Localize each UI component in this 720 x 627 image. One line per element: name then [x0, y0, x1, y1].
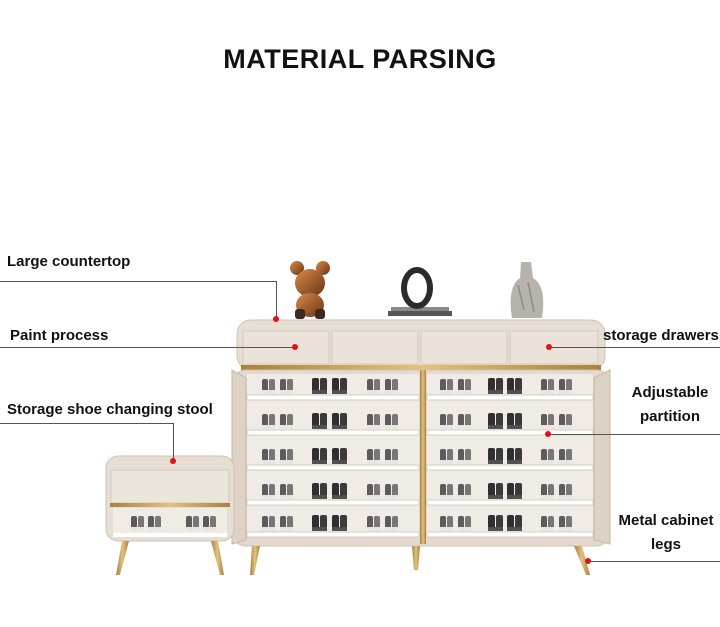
callout-storage-drawers: storage drawers	[603, 327, 719, 344]
leader-line	[173, 423, 174, 461]
marker-dot	[273, 316, 279, 322]
callout-paint-process: Paint process	[10, 327, 109, 344]
leader-line	[588, 561, 720, 562]
ring-sculpture-icon	[388, 267, 452, 316]
metal-legs	[250, 546, 590, 575]
callout-storage-stool: Storage shoe changing stool	[7, 401, 213, 418]
page-title: MATERIAL PARSING	[223, 44, 497, 74]
leader-line	[549, 347, 720, 348]
marker-dot	[546, 344, 552, 350]
leader-line	[0, 423, 173, 424]
marker-dot	[170, 458, 176, 464]
marker-dot	[292, 344, 298, 350]
callout-metal-legs: Metal cabinet legs	[618, 512, 714, 553]
leader-line	[0, 281, 276, 282]
vase-icon	[510, 262, 544, 318]
leader-line	[276, 281, 277, 319]
bear-figurine-icon	[290, 261, 330, 319]
marker-dot	[585, 558, 591, 564]
storage-stool	[105, 455, 235, 575]
marker-dot	[545, 431, 551, 437]
main-cabinet	[231, 319, 611, 575]
callout-adjustable-partition: Adjustable partition	[631, 384, 709, 425]
leader-line	[0, 347, 295, 348]
callout-large-countertop: Large countertop	[7, 253, 131, 270]
leader-line	[548, 434, 720, 435]
